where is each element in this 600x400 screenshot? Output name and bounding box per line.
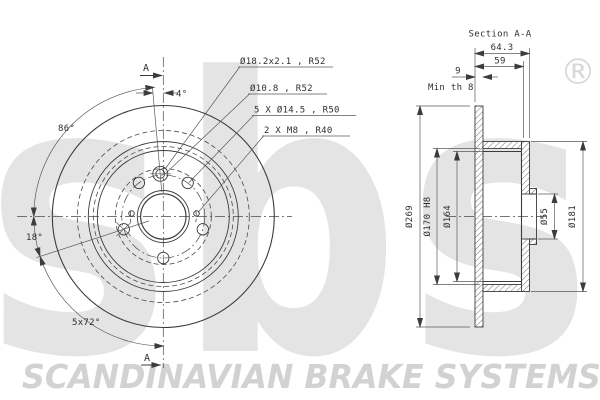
- section-outline: [483, 148, 537, 285]
- label-pitch-5x72: 5x72°: [72, 318, 101, 328]
- leader-lines: [163, 66, 356, 213]
- label-bolt-holes-spec: 5 X Ø14.5 , R50: [254, 105, 340, 116]
- arc-18deg: [30, 215, 41, 258]
- front-view: Ø18.2x2.1 , R52 Ø10.8 , R52 5 X Ø14.5 , …: [17, 56, 356, 368]
- arc-72deg-pitch: [39, 255, 165, 349]
- angle-18-reference-line: [36, 220, 150, 258]
- registered-trademark-icon: ®: [560, 52, 596, 93]
- label-angle-18: 18°: [26, 233, 43, 243]
- dim-total-depth: 64.3: [491, 43, 514, 53]
- dim-drum-diameter: Ø170 H8: [422, 196, 433, 236]
- note-min-thickness: Min th 8: [428, 83, 474, 93]
- dim-outer-diameter: Ø269: [404, 205, 415, 228]
- label-angle-4: 4°: [176, 90, 187, 100]
- label-section-a-bottom: A: [144, 353, 150, 364]
- section-dim-lines: [416, 48, 587, 328]
- dim-inner-depth: 59: [494, 57, 505, 67]
- dim-bore-diameter: Ø55: [539, 208, 550, 225]
- section-view: Section A-A 64.3 59 9 Min th 8 Ø269 Ø170…: [404, 30, 587, 328]
- footer-watermark-text: SCANDINAVIAN BRAKE SYSTEMS: [22, 357, 600, 396]
- pad-band-inner-edge: [76, 130, 250, 303]
- arc-86deg: [30, 84, 156, 218]
- label-countersink-spec: Ø18.2x2.1 , R52: [240, 56, 326, 67]
- label-through-hole-spec: Ø10.8 , R52: [250, 83, 313, 94]
- dim-disc-thickness: 9: [455, 67, 461, 77]
- label-angle-86: 86°: [58, 124, 75, 134]
- label-thread-holes-spec: 2 X M8 , R40: [264, 126, 333, 136]
- dim-lip-diameter: Ø164: [442, 205, 453, 228]
- section-title: Section A-A: [469, 30, 532, 40]
- label-section-a-top: A: [143, 63, 149, 74]
- dim-hat-diameter: Ø181: [567, 205, 578, 228]
